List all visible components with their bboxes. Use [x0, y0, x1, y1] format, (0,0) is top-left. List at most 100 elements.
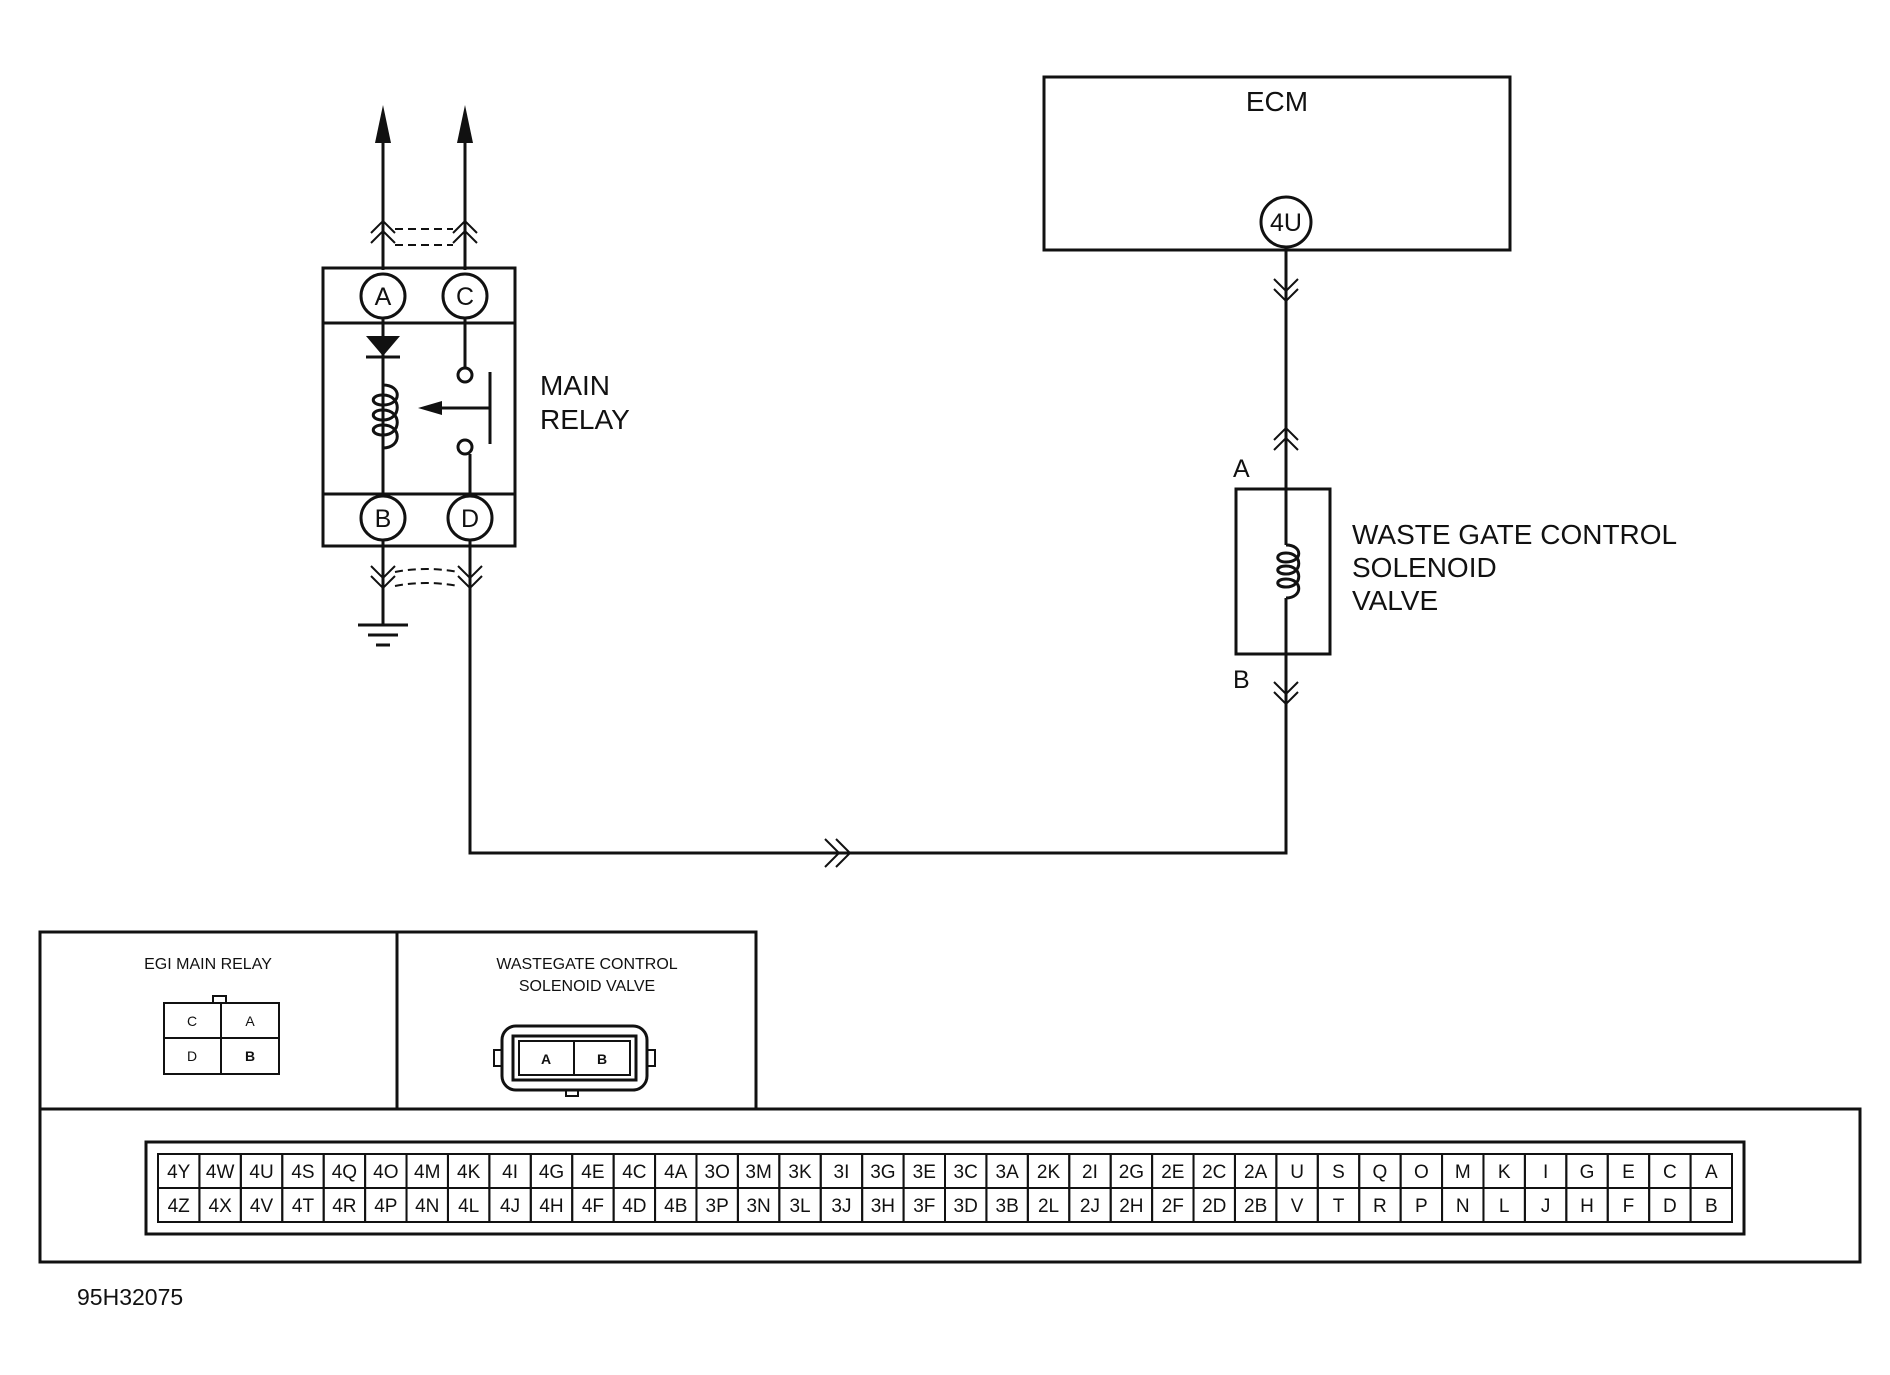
wastegate-connector-tab [493, 1049, 503, 1067]
pin-a-label: A [375, 283, 392, 311]
wastegate-connector-title-line1: WASTEGATE CONTROL [496, 956, 677, 973]
ground-icon [358, 623, 408, 647]
ecm-cell-label: 4P [374, 1196, 397, 1217]
solenoid-label-line1: WASTE GATE CONTROL [1352, 519, 1677, 550]
ecm-cell-label: 4Y [167, 1162, 191, 1183]
ecm-cell-label: 3G [870, 1162, 895, 1183]
panel-outline [38, 930, 1862, 1264]
ecm-cell-label: 2A [1244, 1162, 1268, 1183]
ecm-cell-label: 4X [209, 1196, 233, 1217]
ecm-cell-label: 4H [539, 1196, 563, 1217]
ecm-cell-label: 2H [1119, 1196, 1143, 1217]
connector-chevron-icon [824, 838, 852, 868]
ecm-cell-label: 2K [1037, 1162, 1061, 1183]
ecm-box [1042, 75, 1512, 252]
relay-label-line1: MAIN [540, 370, 610, 401]
egi-connector-title: EGI MAIN RELAY [144, 956, 272, 973]
ecm-cell-label: 2G [1119, 1162, 1144, 1183]
left-arrow-icon [418, 401, 442, 415]
ecm-cell-label: H [1580, 1196, 1594, 1217]
ecm-cell-label: 3I [834, 1162, 850, 1183]
ecm-cell-label: 4K [457, 1162, 481, 1183]
ecm-cell-label: 3P [706, 1196, 729, 1217]
ecm-label: ECM [1246, 86, 1308, 117]
ecm-cell-label: 3E [913, 1162, 936, 1183]
ecm-cell-label: Q [1373, 1162, 1388, 1183]
ecm-cell-label: 4V [250, 1196, 274, 1217]
ecm-cell-label: 3B [996, 1196, 1019, 1217]
relay-label-line2: RELAY [540, 404, 630, 435]
wastegate-cell: B [597, 1051, 607, 1067]
ecm-cell-label: 4G [539, 1162, 564, 1183]
ecm-cell-label: J [1541, 1196, 1551, 1217]
wastegate-connector-inner [511, 1034, 638, 1082]
ecm-cell-label: V [1291, 1196, 1304, 1217]
coil-icon [1276, 543, 1301, 600]
ecm-cell-label: 3L [789, 1196, 810, 1217]
ecm-pin-label: 4U [1270, 209, 1302, 237]
egi-cell: D [187, 1048, 197, 1064]
ecm-cell-label: 2F [1162, 1196, 1184, 1217]
egi-cell: C [187, 1013, 197, 1029]
ecm-cell-label: 4Z [168, 1196, 191, 1217]
wastegate-solenoid: A B WASTE GATE CONTROL SOLENOID VALVE [1233, 455, 1677, 706]
ecm-cell-label: 3N [746, 1196, 770, 1217]
ecm-cell-label: 2I [1082, 1162, 1098, 1183]
ecm-cell-label: I [1543, 1162, 1548, 1183]
pin-c-label: C [456, 283, 474, 311]
ecm-cell-label: 4R [332, 1196, 356, 1217]
ecm-cell-label: 4F [582, 1196, 604, 1217]
egi-cell: A [245, 1013, 255, 1029]
ecm-cell-label: 4L [458, 1196, 479, 1217]
ecm-cell-label: 3D [954, 1196, 978, 1217]
shield-dashed-icon [394, 568, 459, 587]
ecm-cell-label: 3K [788, 1162, 812, 1183]
ecm-cell-label: 3M [745, 1162, 771, 1183]
ecm-cell-label: 2C [1202, 1162, 1226, 1183]
ecm-cell-label: 4C [622, 1162, 646, 1183]
ecm-cell-label: T [1333, 1196, 1345, 1217]
connector-chevron-icon [370, 219, 478, 244]
ecm-cell-label: 4Q [332, 1162, 357, 1183]
ecm-cell-label: 2J [1080, 1196, 1100, 1217]
ecm-cell-label: 4S [291, 1162, 314, 1183]
diode-icon [366, 336, 400, 356]
connector-chevron-icon [1273, 278, 1299, 451]
ecm-cell-label: O [1414, 1162, 1429, 1183]
ecm-cell-label: 3O [705, 1162, 730, 1183]
ecm-cell-label: 4A [664, 1162, 688, 1183]
ecm: ECM 4U [1042, 75, 1512, 492]
shield-dashed-icon [394, 227, 453, 246]
ecm-cell-label: R [1373, 1196, 1387, 1217]
ecm-cell-label: 4D [622, 1196, 646, 1217]
ecm-cell-label: 3F [913, 1196, 935, 1217]
ecm-cell-label: L [1499, 1196, 1510, 1217]
ecm-cell-label: 4B [664, 1196, 687, 1217]
ecm-cell-label: 3C [954, 1162, 978, 1183]
solenoid-label-line3: VALVE [1352, 585, 1438, 616]
ecm-cell-label: 3H [871, 1196, 895, 1217]
solenoid-pin-a: A [1233, 455, 1250, 483]
relay-body [321, 266, 517, 548]
pin-b-label: B [375, 505, 392, 533]
wastegate-cell: A [541, 1051, 551, 1067]
ecm-cell-label: 4U [249, 1162, 273, 1183]
ecm-cell-label: 4M [414, 1162, 440, 1183]
solenoid-body [1234, 487, 1332, 656]
wastegate-connector-title-line2: SOLENOID VALVE [519, 978, 655, 995]
ecm-cell-label: 2B [1244, 1196, 1267, 1217]
figure-id: 95H32075 [77, 1284, 183, 1310]
solenoid-pin-b: B [1233, 666, 1250, 694]
ecm-cell-label: 3A [996, 1162, 1020, 1183]
up-arrow-icon [457, 105, 473, 143]
ecm-cell-label: A [1705, 1162, 1718, 1183]
ecm-cell-label: U [1290, 1162, 1304, 1183]
ecm-cell-label: C [1663, 1162, 1677, 1183]
coil-icon [371, 383, 399, 450]
ecm-cell-label: E [1622, 1162, 1635, 1183]
ecm-cell-label: G [1580, 1162, 1595, 1183]
ecm-cell-label: 3J [831, 1196, 851, 1217]
ecm-cell-label: 4N [415, 1196, 439, 1217]
ecm-cell-label: 4T [292, 1196, 315, 1217]
